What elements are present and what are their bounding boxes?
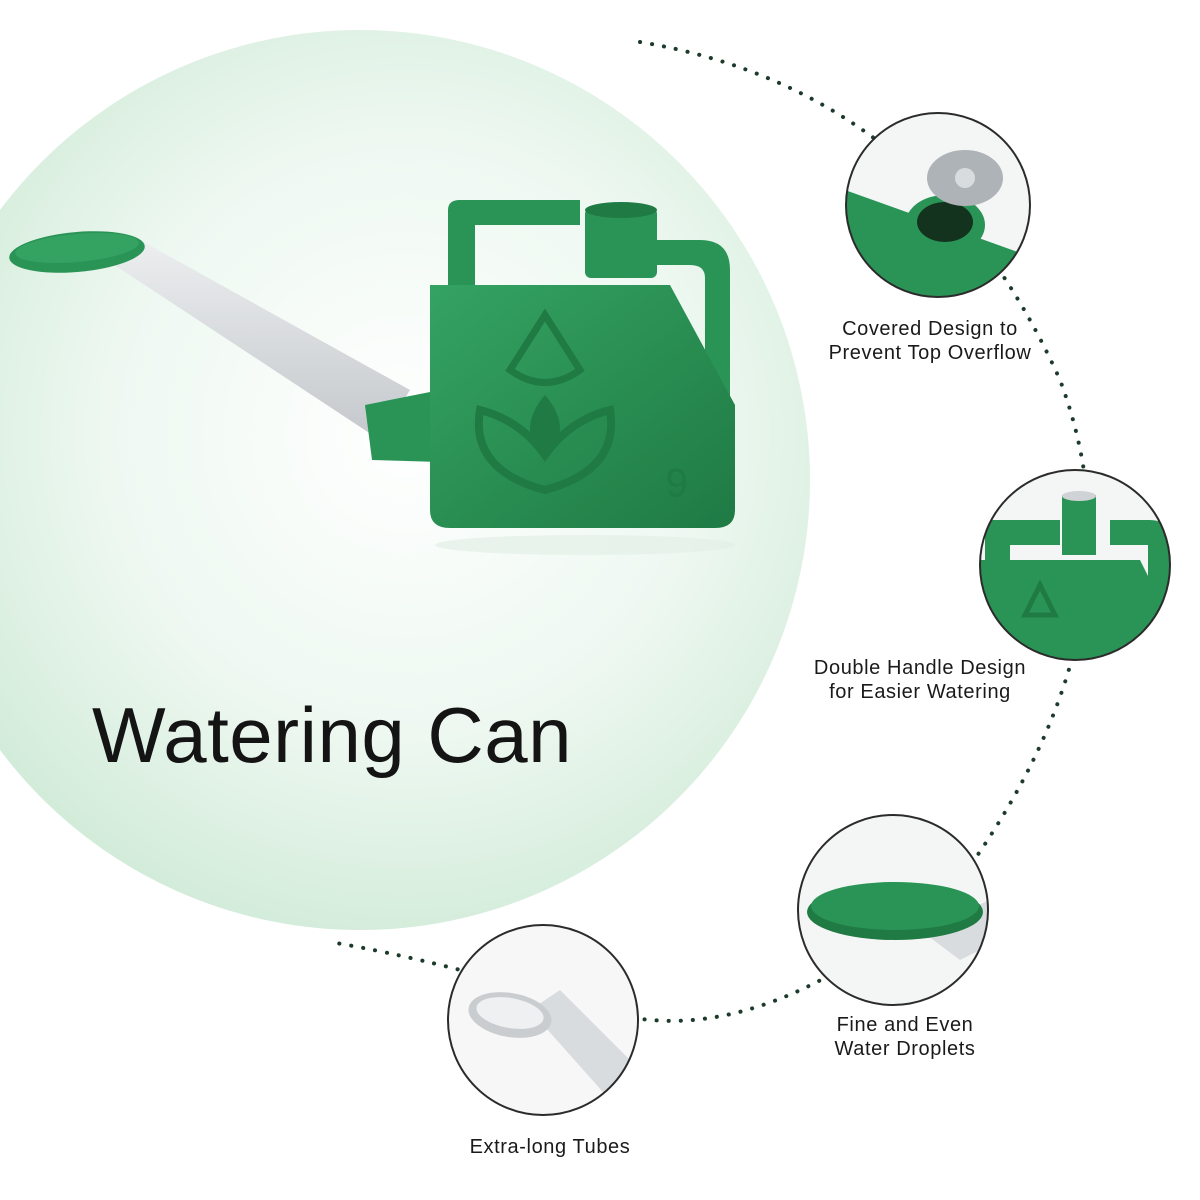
caption-cover-line-2: Prevent Top Overflow	[828, 342, 1032, 364]
capacity-mark: 6	[666, 460, 688, 504]
caption-tubes-line-1: Extra-long Tubes	[469, 1136, 631, 1158]
feature-circle-cover	[845, 112, 1031, 298]
caption-cover-line-1: Covered Design to	[842, 318, 1018, 340]
caption-handle-line-1: Double Handle Design	[813, 657, 1027, 679]
caption-cover: Covered Design to Prevent Top Overflow	[790, 317, 1070, 365]
watering-can-image	[9, 200, 735, 555]
feature-circle-droplets	[797, 814, 989, 1006]
page-title: Watering Can	[92, 691, 572, 779]
caption-handle-line-2: for Easier Watering	[829, 681, 1011, 703]
feature-circle-tubes	[447, 924, 639, 1116]
caption-droplets-line-1: Fine and Even	[836, 1014, 974, 1036]
caption-tubes: Extra-long Tubes	[410, 1135, 690, 1159]
caption-droplets-line-2: Water Droplets	[834, 1038, 976, 1060]
feature-circle-handle	[979, 469, 1171, 661]
caption-droplets: Fine and Even Water Droplets	[765, 1013, 1045, 1061]
caption-handle: Double Handle Design for Easier Watering	[780, 656, 1060, 704]
